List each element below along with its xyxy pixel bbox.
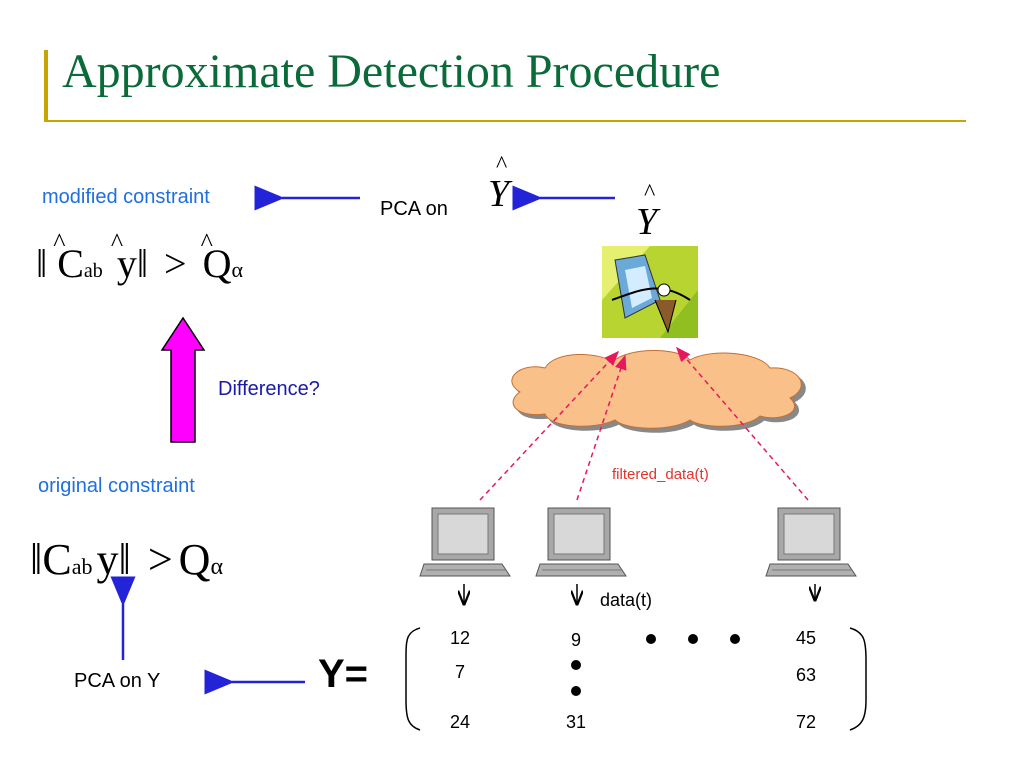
matrix-cell: 63	[795, 665, 817, 685]
vector-y: y	[116, 241, 137, 286]
subscript-alpha: α	[231, 257, 244, 282]
subscript-ab: ab	[71, 554, 93, 579]
data-t-label: data(t)	[600, 590, 653, 610]
modified-constraint-label: modified constraint	[42, 186, 210, 208]
difference-label: Difference?	[218, 378, 320, 400]
vertical-ellipsis-dot	[571, 660, 581, 670]
laptop-icon	[535, 507, 627, 577]
matrix-c: C	[57, 241, 84, 286]
network-cloud-icon	[511, 350, 802, 429]
filtered-data-label: filtered_data(t)	[612, 466, 709, 483]
pca-on-yhat-label: PCA on	[380, 198, 448, 220]
norm-symbol: ‖	[30, 535, 43, 584]
vertical-ellipsis-dot	[571, 686, 581, 696]
matrix-cell: 12	[449, 628, 471, 648]
norm-symbol: ‖	[118, 535, 131, 584]
matrix-cell: 9	[570, 630, 581, 650]
matrix-cell: 45	[795, 628, 817, 648]
greater-than: >	[164, 241, 187, 286]
title-accent-bar	[44, 50, 48, 122]
matrix-left-bracket	[405, 627, 421, 731]
vector-y: y	[96, 535, 119, 584]
pca-on-y-label: PCA on Y	[74, 670, 161, 692]
greater-than: >	[147, 535, 173, 584]
y-equals-label: Y=	[318, 652, 369, 696]
title-underline	[44, 120, 966, 122]
norm-symbol: ‖	[136, 241, 149, 286]
threshold-q: Q	[202, 241, 232, 286]
detector-clipart-icon	[602, 246, 698, 338]
matrix-cell: 24	[449, 712, 471, 732]
horizontal-ellipsis-dot	[730, 634, 740, 644]
matrix-c: C	[42, 535, 72, 584]
matrix-cell: 7	[454, 662, 465, 682]
yhat-symbol: ^ Y	[488, 152, 510, 215]
laptop-icon	[765, 507, 857, 577]
original-constraint-label: original constraint	[38, 475, 195, 497]
horizontal-ellipsis-dot	[646, 634, 656, 644]
matrix-cell: 72	[795, 712, 817, 732]
dashed-arrow-right	[676, 346, 809, 501]
page-title: Approximate Detection Procedure	[62, 45, 721, 98]
laptop-icon	[419, 507, 511, 577]
horizontal-ellipsis-dot	[688, 634, 698, 644]
matrix-right-bracket	[849, 627, 867, 731]
original-constraint-formula: ‖Caby‖ >Qα	[30, 528, 223, 599]
dashed-arrow-left	[479, 350, 620, 501]
subscript-alpha: α	[210, 554, 224, 580]
matrix-cell: 31	[565, 712, 587, 732]
yhat-symbol-source: ^ Y	[636, 180, 658, 243]
modified-constraint-formula: ‖ ^ Cab ^ y‖ > ^ Qα	[36, 228, 244, 286]
dashed-arrow-middle	[576, 354, 627, 501]
difference-arrow	[160, 316, 206, 443]
norm-symbol: ‖	[36, 241, 48, 286]
threshold-q: Q	[178, 535, 211, 584]
subscript-ab: ab	[83, 260, 103, 282]
